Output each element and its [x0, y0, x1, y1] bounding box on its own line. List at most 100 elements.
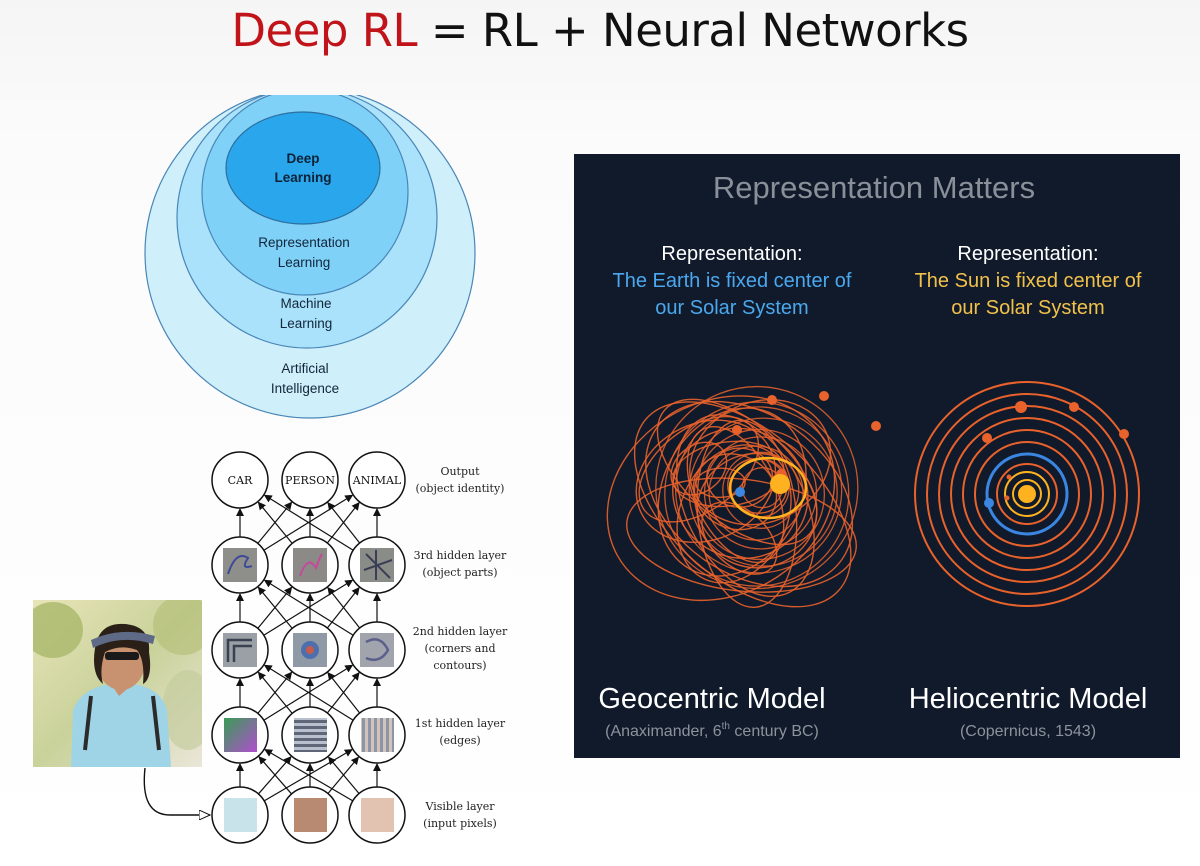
right-rep-label: Representation: — [957, 243, 1098, 265]
pixel-swatch — [294, 798, 327, 832]
network-edge — [264, 749, 354, 802]
heliocentric-title: Heliocentric Model — [909, 683, 1148, 715]
planet — [871, 421, 881, 431]
geocentric-orbit — [664, 401, 850, 587]
network-edge — [263, 579, 354, 636]
layer-sub-hidden3: (object parts) — [422, 566, 497, 579]
layer-label-visible: Visible layer — [424, 800, 495, 813]
layer-sub-output: (object identity) — [416, 482, 505, 495]
heliocentric-orbit — [1004, 471, 1050, 517]
hidden1-feature — [294, 718, 327, 752]
visible-layer — [211, 786, 406, 844]
geocentric-orbit — [693, 428, 826, 561]
geocentric-drawing — [606, 385, 881, 608]
output-node-car — [211, 451, 269, 509]
network-edge — [327, 586, 361, 629]
representation-panel: Representation Matters Representation: T… — [574, 154, 1180, 758]
layer-label-hidden1: 1st hidden layer — [415, 717, 506, 730]
heliocentric-credit: (Copernicus, 1543) — [960, 723, 1096, 740]
input-photo — [33, 600, 202, 767]
hidden3-feature — [293, 548, 327, 582]
network-edge — [257, 671, 293, 714]
left-rep-line2: our Solar System — [655, 297, 808, 319]
geocentric-orbit — [688, 417, 838, 567]
hidden3-feature — [223, 548, 257, 582]
network-edge — [258, 756, 293, 795]
heliocentric-orbit — [914, 381, 1140, 607]
geocentric-credit: (Anaximander, 6th century BC) — [605, 721, 819, 740]
rl-label-1: Representation — [258, 235, 350, 250]
layer-sub2-hidden2: contours) — [433, 659, 486, 672]
hidden1-feature — [361, 718, 394, 752]
layer-sub-visible: (input pixels) — [423, 817, 497, 830]
sun — [770, 474, 790, 494]
output-label-person: PERSON — [285, 474, 335, 487]
network-connections — [236, 494, 381, 802]
geocentric-orbit — [722, 451, 800, 529]
title-rest: = RL + Neural Networks — [417, 4, 969, 57]
right-rep-line2: our Solar System — [951, 297, 1104, 319]
geocentric-orbit — [686, 426, 785, 564]
ai-label-1: Artificial — [281, 361, 328, 376]
planet — [1119, 429, 1129, 439]
network-edge — [263, 494, 354, 551]
sun-orbit — [728, 456, 808, 520]
pixel-swatch — [361, 798, 394, 832]
rl-label-2: Learning — [278, 255, 331, 270]
right-rep-line1: The Sun is fixed center of — [915, 270, 1142, 292]
geocentric-title: Geocentric Model — [598, 683, 825, 715]
output-label-animal: ANIMAL — [352, 474, 402, 487]
heliocentric-orbit — [962, 429, 1092, 559]
heliocentric-drawing — [914, 381, 1140, 607]
sun — [1018, 485, 1036, 503]
geocentric-orbit — [703, 436, 818, 550]
network-edge — [327, 501, 361, 544]
neural-network-diagram: CAR PERSON ANIMAL — [143, 451, 508, 844]
heliocentric-orbit — [996, 463, 1058, 525]
layer-label-hidden3: 3rd hidden layer — [414, 549, 507, 562]
heliocentric-orbit — [974, 441, 1080, 547]
earth — [984, 498, 994, 508]
ai-label-2: Intelligence — [271, 381, 339, 396]
planet — [819, 391, 829, 401]
geocentric-orbit — [692, 453, 778, 531]
planet — [732, 425, 742, 435]
dl-circle — [225, 111, 381, 225]
planet — [1069, 402, 1079, 412]
hidden-layer-2 — [211, 621, 406, 679]
geocentric-orbit — [655, 385, 859, 590]
planet — [982, 433, 992, 443]
layer-label-hidden2: 2nd hidden layer — [413, 625, 508, 638]
layer-label-output: Output — [440, 465, 480, 478]
output-node-animal — [348, 451, 406, 509]
geocentric-orbit — [626, 477, 857, 593]
network-edge — [327, 756, 360, 794]
network-edge — [257, 501, 293, 544]
ai-nested-diagram: Deep Learning Representation Learning Ma… — [144, 95, 476, 419]
left-rep-line1: The Earth is fixed center of — [612, 270, 851, 292]
ml-label-2: Learning — [280, 316, 333, 331]
geocentric-orbit — [695, 467, 746, 499]
dl-label-1: Deep — [286, 151, 319, 166]
geocentric-orbit — [656, 398, 818, 546]
geocentric-orbit — [675, 414, 815, 598]
planet — [767, 395, 777, 405]
hidden-layer-3 — [211, 536, 406, 594]
geocentric-orbit — [708, 445, 804, 541]
heliocentric-orbit — [1012, 479, 1042, 509]
pixel-swatch — [224, 798, 257, 832]
hidden-layer-1 — [211, 706, 406, 764]
slide-title: Deep RL = RL + Neural Networks — [0, 4, 1200, 57]
layer-sub-hidden2: (corners and — [424, 642, 495, 655]
earth — [735, 487, 745, 497]
earth-orbit — [985, 452, 1069, 536]
heliocentric-orbit — [938, 405, 1116, 583]
hidden1-feature — [224, 718, 257, 752]
geocentric-orbit — [606, 395, 836, 602]
network-edge — [257, 586, 293, 629]
network-edge — [263, 664, 354, 721]
geocentric-orbit — [645, 400, 854, 588]
panel-title: Representation Matters — [713, 170, 1035, 205]
geocentric-orbit — [638, 415, 760, 523]
heliocentric-orbit — [950, 417, 1104, 571]
